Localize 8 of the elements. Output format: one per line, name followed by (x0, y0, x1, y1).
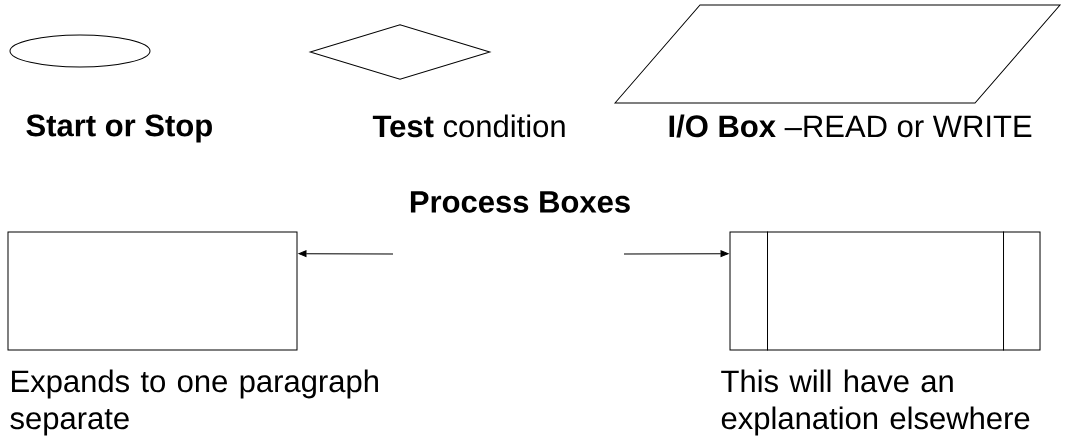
heading: Process Boxes (410, 191, 630, 213)
arrow (298, 250, 394, 258)
arrow (623, 250, 729, 258)
node-label: Expands to one paragraph separate (10, 369, 378, 436)
node-label: This will have an explanation elsewhere (721, 369, 1030, 436)
node-label: Test condition (372, 114, 565, 138)
node-label: Start or Stop (26, 114, 212, 143)
node-label: I/O Box –READ or WRITE (669, 114, 1032, 138)
